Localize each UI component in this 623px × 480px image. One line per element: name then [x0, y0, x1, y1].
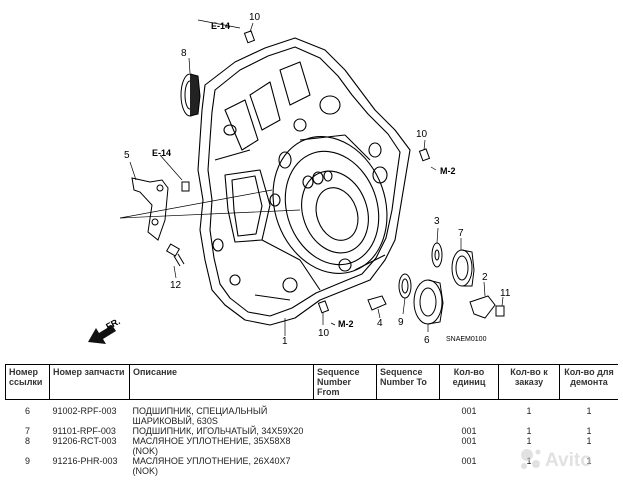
cell-seq-to — [377, 456, 440, 476]
oil-seal-8 — [180, 73, 201, 117]
header-seq-from: Sequence Number From — [313, 364, 377, 400]
cell-remove: 1 — [586, 436, 592, 446]
dowel-pin-top — [243, 30, 256, 44]
label-7: 7 — [458, 228, 464, 239]
dowel-pin-right — [418, 148, 431, 162]
cell-part-number[interactable]: 91206-RCT-003 — [52, 436, 117, 446]
table-header-row: Номер ссылки Номер запчасти Описание Seq… — [5, 364, 618, 400]
label-4: 4 — [377, 318, 383, 329]
parts-table-container: Номер ссылки Номер запчасти Описание Seq… — [5, 364, 618, 480]
label-8: 8 — [181, 48, 187, 59]
label-1: 1 — [282, 336, 288, 347]
table-row[interactable]: 9 91216-PHR-003 МАСЛЯНОЕ УПЛОТНЕНИЕ, 26X… — [6, 456, 619, 476]
front-label: FR. — [104, 316, 121, 332]
cell-ref: 8 — [24, 436, 30, 446]
ball-bearing-6 — [413, 279, 444, 325]
cell-part-number[interactable]: 91101-RPF-003 — [52, 426, 116, 436]
cell-remove: 1 — [586, 406, 592, 416]
label-10-right: 10 — [416, 129, 428, 140]
parts-table: Номер ссылки Номер запчасти Описание Seq… — [5, 364, 618, 476]
label-3: 3 — [434, 216, 440, 227]
cell-seq-from — [314, 436, 377, 456]
bracket-2 — [469, 295, 496, 319]
cell-seq-to — [377, 426, 440, 436]
diagram-code: SNAEM0100 — [446, 336, 487, 343]
header-remove: Кол-во для демонта — [559, 364, 618, 400]
dowel-pin-bottom — [317, 300, 330, 314]
cell-description: МАСЛЯНОЕ УПЛОТНЕНИЕ, 35X58X8 (NOK) — [132, 436, 291, 456]
cell-part-number[interactable]: 91002-RPF-003 — [52, 406, 117, 416]
cell-order: 1 — [526, 406, 532, 416]
label-e14-left: E-14 — [152, 148, 171, 158]
exploded-view: 10 E-14 8 10 5 E-14 M-2 3 7 12 2 11 10 M… — [88, 12, 511, 347]
cell-qty: 001 — [461, 426, 477, 436]
label-9: 9 — [398, 317, 404, 328]
clutch-housing — [197, 37, 411, 326]
label-2: 2 — [482, 272, 488, 283]
cell-qty: 001 — [461, 406, 477, 416]
header-order: Кол-во к заказу — [498, 364, 560, 400]
small-parts — [131, 30, 505, 325]
needle-bearing-7 — [451, 249, 475, 287]
cell-order: 1 — [526, 436, 532, 446]
label-e14-top: E-14 — [211, 21, 230, 31]
avito-watermark: Avito — [518, 444, 618, 474]
label-10-top: 10 — [249, 12, 261, 23]
cell-description: МАСЛЯНОЕ УПЛОТНЕНИЕ, 26X40X7 (NOK) — [132, 456, 291, 476]
header-qty: Кол-во единиц — [439, 364, 499, 400]
header-part-number: Номер запчасти — [49, 364, 130, 400]
bracket-5 — [131, 177, 169, 241]
cell-seq-from — [314, 426, 377, 436]
cell-order: 1 — [526, 456, 532, 466]
cell-qty: 001 — [461, 436, 477, 446]
leader-lines — [119, 19, 504, 336]
magnet-4 — [367, 295, 387, 311]
watermark-text: Avito — [545, 450, 592, 471]
cell-seq-to — [377, 400, 440, 427]
cell-seq-to — [377, 436, 440, 456]
cell-order: 1 — [526, 426, 532, 436]
bolt-12 — [165, 243, 185, 267]
table-row[interactable]: 7 91101-RPF-003 ПОДШИПНИК, ИГОЛЬЧАТЫЙ, 3… — [6, 426, 619, 436]
oil-seal-9 — [398, 273, 412, 299]
cell-remove: 1 — [586, 426, 592, 436]
avito-logo-icon: Avito — [521, 449, 592, 471]
table-row[interactable]: 8 91206-RCT-003 МАСЛЯНОЕ УПЛОТНЕНИЕ, 35X… — [6, 436, 619, 456]
label-5: 5 — [124, 150, 130, 161]
label-11: 11 — [500, 288, 511, 299]
cell-ref: 7 — [24, 426, 30, 436]
pin-e14 — [181, 181, 190, 192]
cell-ref: 6 — [24, 406, 30, 416]
label-10-bottom: 10 — [318, 328, 330, 339]
label-12: 12 — [170, 280, 182, 291]
cell-ref: 9 — [24, 456, 30, 466]
cell-seq-from — [314, 456, 377, 476]
table-row[interactable]: 6 91002-RPF-003 ПОДШИПНИК, СПЕЦИАЛЬНЫЙ Ш… — [6, 400, 619, 427]
header-ref: Номер ссылки — [5, 364, 50, 400]
label-6: 6 — [424, 335, 430, 346]
label-m2-right: M-2 — [440, 166, 456, 176]
header-description: Описание — [129, 364, 314, 400]
cell-description: ПОДШИПНИК, ИГОЛЬЧАТЫЙ, 34X59X20 — [132, 426, 304, 436]
washer-3 — [431, 242, 443, 268]
front-arrow-icon — [88, 325, 116, 344]
cell-part-number[interactable]: 91216-PHR-003 — [52, 456, 118, 466]
parts-diagram: 10 E-14 8 10 5 E-14 M-2 3 7 12 2 11 10 M… — [88, 12, 511, 347]
cell-qty: 001 — [461, 456, 477, 466]
cell-remove: 1 — [586, 456, 592, 466]
header-seq-to: Sequence Number To — [376, 364, 440, 400]
bolt-11 — [495, 305, 505, 317]
cell-seq-from — [314, 400, 377, 427]
cell-description: ПОДШИПНИК, СПЕЦИАЛЬНЫЙ ШАРИКОВЫЙ, 630S — [132, 406, 268, 426]
label-m2-bottom: M-2 — [338, 319, 354, 329]
